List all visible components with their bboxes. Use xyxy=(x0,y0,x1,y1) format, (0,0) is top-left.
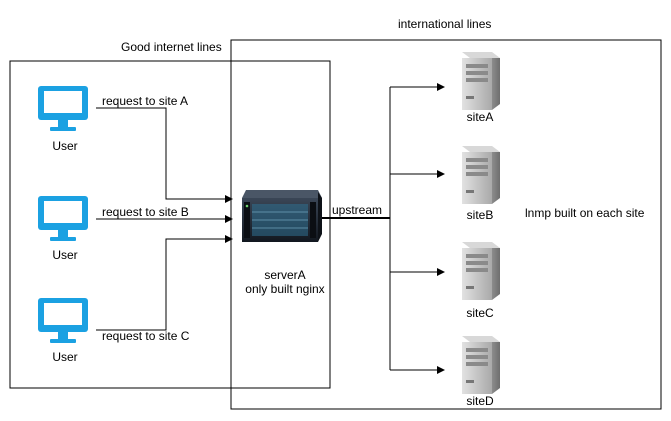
site-label-c: siteC xyxy=(466,306,494,320)
server-name: serverA xyxy=(264,268,306,282)
site-label-b: siteB xyxy=(466,208,494,222)
request-label-b: request to site B xyxy=(102,205,189,219)
site-label-d: siteD xyxy=(466,394,494,408)
connector-user-a xyxy=(96,107,233,203)
sites-note: lnmp built on each site xyxy=(525,206,645,220)
rack-server-icon xyxy=(242,190,322,242)
good-lines-label: Good internet lines xyxy=(121,40,222,54)
server-note: only built nginx xyxy=(245,282,325,296)
tower-server-icon xyxy=(462,336,500,394)
tower-server-icon xyxy=(462,52,500,110)
user-label-c: User xyxy=(52,350,78,364)
monitor-icon xyxy=(38,298,88,343)
site-label-a: siteA xyxy=(466,110,494,124)
good-lines-region xyxy=(9,60,331,389)
international-lines-region xyxy=(230,39,662,410)
tower-server-icon xyxy=(462,146,500,204)
user-label-b: User xyxy=(52,248,78,262)
user-label-a: User xyxy=(52,139,78,153)
monitor-icon xyxy=(38,196,88,241)
request-label-c: request to site C xyxy=(102,329,190,343)
international-lines-label: international lines xyxy=(398,17,492,31)
connector-user-c xyxy=(96,235,233,331)
tower-server-icon xyxy=(462,242,500,300)
monitor-icon xyxy=(38,86,88,131)
upstream-label: upstream xyxy=(332,203,383,217)
request-label-a: request to site A xyxy=(102,94,189,108)
